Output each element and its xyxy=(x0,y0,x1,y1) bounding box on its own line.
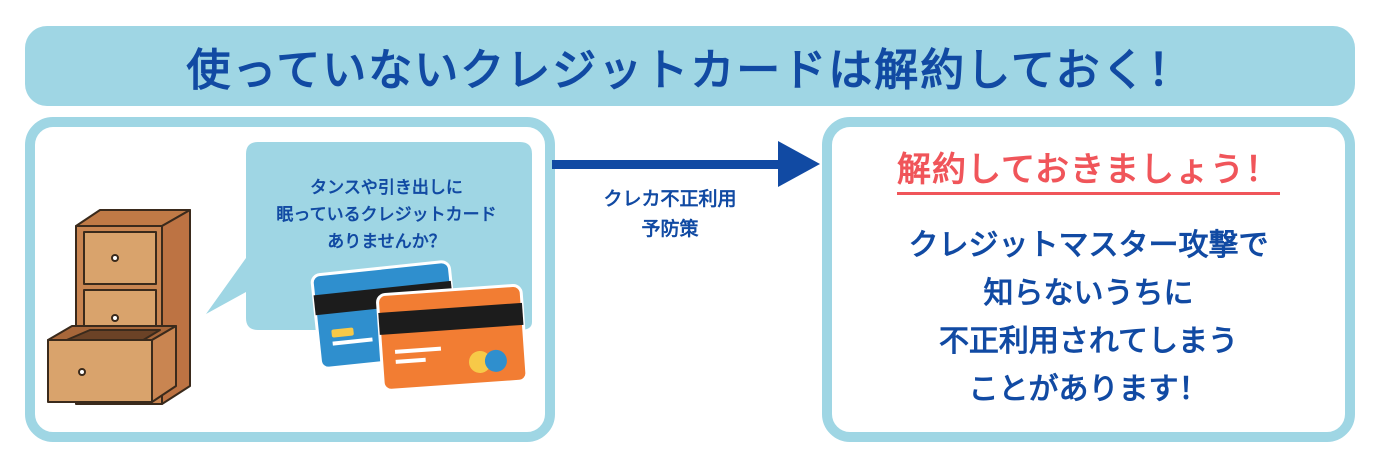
bubble-line: ありませんか？ xyxy=(327,232,446,252)
bubble-line: タンスや引き出しに xyxy=(310,178,463,198)
right-body-line: クレジットマスター攻撃で xyxy=(908,228,1269,263)
bubble-line: 眠っているクレジットカード xyxy=(276,205,497,225)
drawer-cabinet-icon xyxy=(47,209,191,405)
bubble-text: タンスや引き出しに 眠っているクレジットカード ありませんか？ xyxy=(243,175,530,256)
credit-card-icon xyxy=(376,283,529,392)
right-panel xyxy=(822,117,1355,442)
page-title: 使っていないクレジットカードは解約しておく！ xyxy=(186,45,1194,96)
right-body-line: ことがあります！ xyxy=(968,372,1209,407)
right-body-line: 知らないうちに xyxy=(983,276,1194,311)
arrow-right-icon xyxy=(552,141,820,187)
right-heading-text: 解約しておきましょう！ xyxy=(897,150,1280,195)
right-body-line: 不正利用されてしまう xyxy=(938,324,1239,359)
right-heading: 解約しておきましょう！ xyxy=(822,142,1355,195)
arrow-label-line: 予防策 xyxy=(641,218,699,240)
right-body: クレジットマスター攻撃で 知らないうちに 不正利用されてしまう ことがあります！ xyxy=(822,222,1355,414)
title-banner: 使っていないクレジットカードは解約しておく！ xyxy=(25,26,1355,106)
arrow-label: クレカ不正利用 予防策 xyxy=(560,184,780,244)
arrow-label-line: クレカ不正利用 xyxy=(603,188,737,210)
